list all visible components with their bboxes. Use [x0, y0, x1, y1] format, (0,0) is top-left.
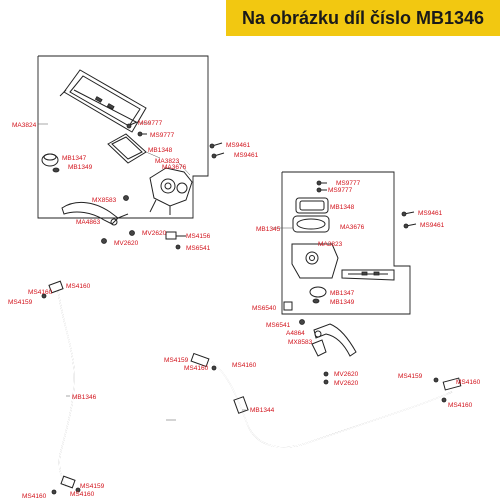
left-lever-ma4863 [61, 195, 129, 226]
label-ms6540: MS6540 [252, 305, 277, 312]
label-mb1348: MB1348 [148, 147, 173, 154]
label-ms9461: MS9461 [234, 152, 259, 159]
label-ms9461: MS9461 [418, 210, 443, 217]
label-ms4160: MS4160 [232, 362, 257, 369]
label-mb1347: MB1347 [330, 290, 355, 297]
label-ms4160: MS4160 [22, 493, 47, 500]
label-mb1349: MB1349 [68, 164, 93, 171]
label-ms4160: MS4160 [28, 289, 53, 296]
part-number-banner: Na obrázku díl číslo MB1346 [226, 0, 500, 36]
right-master-cylinder-body [291, 243, 395, 281]
label-ms4160: MS4160 [456, 379, 481, 386]
label-mb1345: MB1345 [256, 226, 281, 233]
label-ms4160: MS4160 [70, 491, 95, 498]
right-bolts-ms9461 [401, 211, 417, 229]
label-ma3676: MA3676 [340, 224, 365, 231]
label-mb1346: MB1346 [72, 394, 97, 401]
label-ma4863: MA4863 [76, 219, 101, 226]
label-mx8583: MX8583 [92, 197, 117, 204]
label-ms4159: MS4159 [398, 373, 423, 380]
label-mv2620: MV2620 [334, 371, 359, 378]
left-cover-mb1348 [107, 133, 147, 164]
left-master-cylinder-box [37, 55, 209, 219]
label-a4864: A4864 [286, 330, 305, 337]
label-ms9461: MS9461 [420, 222, 445, 229]
label-mb1349: MB1349 [330, 299, 355, 306]
label-ma3676: MA3676 [162, 164, 187, 171]
leader-lines [38, 122, 293, 421]
label-ms9777: MS9777 [336, 180, 361, 187]
label-ms9777: MS9777 [150, 132, 175, 139]
label-ma3823: MA3823 [155, 158, 180, 165]
label-ms4159: MS4159 [164, 357, 189, 364]
right-lever-ma4864 [283, 301, 357, 385]
right-reservoir-parts [292, 180, 330, 233]
label-mv2620: MV2620 [142, 230, 167, 237]
left-reservoir-assembly [59, 69, 147, 133]
label-mv2620: MV2620 [114, 240, 139, 247]
label-mb1344: MB1344 [250, 407, 275, 414]
right-master-cylinder-box [281, 171, 411, 315]
left-bolts-ms9461 [209, 142, 225, 159]
label-ms4159: MS4159 [80, 483, 105, 490]
right-knob-mb1347 [309, 286, 327, 304]
label-mv2620: MV2620 [334, 380, 359, 387]
left-knob-mb1347 [41, 153, 60, 173]
label-ms4159: MS4159 [8, 299, 33, 306]
cable-mb1346 [41, 280, 81, 495]
label-ms9461: MS9461 [226, 142, 251, 149]
label-ms4160: MS4160 [184, 365, 209, 372]
label-ms4160: MS4160 [66, 283, 91, 290]
label-ms9777: MS9777 [328, 187, 353, 194]
label-mx8583: MX8583 [288, 339, 313, 346]
label-ma3823: MA3823 [318, 241, 343, 248]
label-ms6541: MS6541 [186, 245, 211, 252]
left-screws-ms9777 [126, 121, 147, 137]
cable-mb1344 [190, 352, 462, 448]
left-lever-small-parts [101, 230, 186, 250]
label-ms9777: MS9777 [138, 120, 163, 127]
label-ms6541: MS6541 [266, 322, 291, 329]
label-ms4160: MS4160 [448, 402, 473, 409]
part-labels: MA3824 MS9777 MS9777 MB1348 MB1347 MB134… [8, 120, 481, 500]
label-ma3824: MA3824 [12, 122, 37, 129]
label-mb1347: MB1347 [62, 155, 87, 162]
label-mb1348: MB1348 [330, 204, 355, 211]
left-master-cylinder-body [149, 167, 193, 215]
label-ms4156: MS4156 [186, 233, 211, 240]
